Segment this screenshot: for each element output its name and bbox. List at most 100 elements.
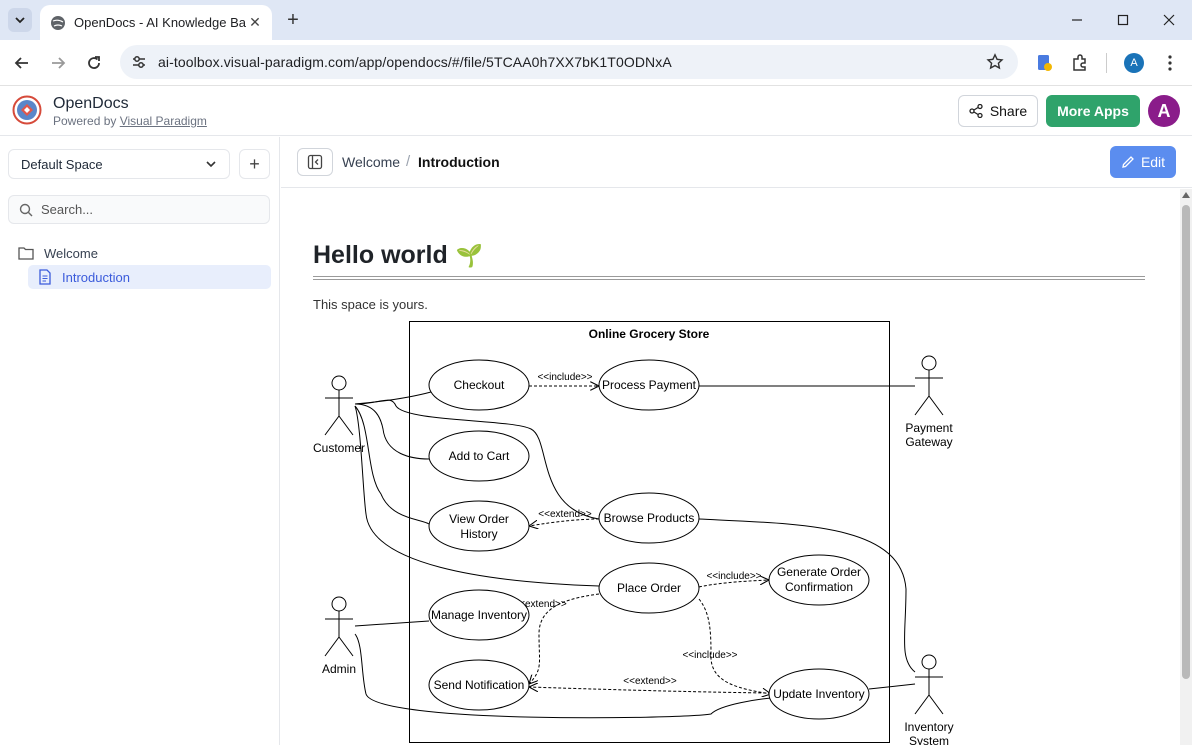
scroll-thumb[interactable] [1182,205,1190,679]
arrow-left-icon [14,57,28,69]
minimize-button[interactable] [1062,6,1092,34]
usecase-view-order-history-1: View Order [449,512,509,526]
actor-payment-gateway-label-1: Payment [905,421,953,435]
title-divider [313,276,1145,280]
share-icon [969,104,983,118]
extension-icon[interactable] [1032,51,1056,75]
system-boundary [409,321,890,743]
usecase-browse-products: Browse Products [604,511,695,525]
chevron-down-icon [15,17,25,24]
space-selector[interactable]: Default Space [8,149,230,179]
usecase-add-to-cart: Add to Cart [449,449,510,463]
add-space-button[interactable]: + [239,149,270,179]
actor-payment-gateway-label-2: Gateway [905,435,952,449]
association-lines [354,385,916,719]
use-case-labels: Checkout Process Payment Add to Cart Vie… [431,378,865,701]
browser-toolbar: ai-toolbox.visual-paradigm.com/app/opend… [0,40,1192,86]
search-icon [19,203,33,216]
space-name: Default Space [21,156,103,172]
usecase-manage-inventory: Manage Inventory [431,608,527,622]
label-include-3: <<include>> [682,650,737,661]
actor-inventory-system [914,654,944,715]
usecase-view-order-history-2: History [460,527,497,541]
title-text: Hello world [313,241,448,269]
pencil-icon [1122,156,1134,168]
document-content: Hello world 🌱 This space is yours. Onlin… [281,189,1180,745]
extensions-button[interactable] [1068,51,1092,75]
more-apps-button[interactable]: More Apps [1046,95,1140,127]
document-extension-icon [1038,55,1052,71]
actor-customer [324,375,354,436]
address-bar[interactable]: ai-toolbox.visual-paradigm.com/app/opend… [120,45,1018,79]
actor-customer-label: Customer [313,441,365,455]
chevron-down-icon [206,161,216,168]
label-extend-3: <<extend>> [623,676,677,687]
label-include-2: <<include>> [706,571,761,582]
visual-paradigm-link[interactable]: Visual Paradigm [119,114,207,128]
usecase-send-notification: Send Notification [434,678,525,692]
actor-admin [324,596,354,657]
collapse-sidebar-button[interactable] [297,148,333,176]
document-title: Hello world 🌱 [313,241,483,270]
system-name: Online Grocery Store [589,327,710,341]
sidebar-collapse-icon [307,154,323,170]
arrow-right-icon [52,57,66,69]
use-case-ellipses [428,359,870,720]
close-icon [1163,14,1175,26]
maximize-icon [1117,14,1129,26]
breadcrumb-separator: / [406,153,411,170]
search-input[interactable] [41,202,241,217]
label-extend-2: <<extend>> [513,599,567,610]
breadcrumb-current: Introduction [418,154,500,170]
close-window-button[interactable] [1154,6,1184,34]
breadcrumb-welcome[interactable]: Welcome [342,154,401,170]
dependency-lines [529,386,771,694]
tab-title: OpenDocs - AI Knowledge Base [74,15,246,30]
back-button[interactable] [10,51,34,75]
tree-item-label: Welcome [44,245,98,261]
browser-profile-avatar[interactable]: A [1124,53,1144,73]
bookmark-star-icon[interactable] [986,53,1004,71]
opendocs-logo-icon[interactable] [12,95,42,125]
minimize-icon [1072,19,1082,21]
tab-search-button[interactable] [8,8,32,32]
app-name: OpenDocs [53,95,129,112]
label-extend-1: <<extend>> [538,509,592,520]
new-tab-button[interactable]: + [287,8,299,31]
sidebar-search[interactable] [8,195,270,224]
close-tab-icon[interactable]: ✕ [249,14,261,30]
scroll-up-arrow[interactable] [1182,192,1190,198]
use-case-diagram: Online Grocery Store <<include>> [313,321,954,745]
maximize-button[interactable] [1108,6,1138,34]
share-label: Share [989,103,1028,119]
browser-tab-bar: OpenDocs - AI Knowledge Base ✕ + [0,0,1192,40]
tree-item-introduction[interactable]: Introduction [28,265,271,289]
tree-item-welcome[interactable]: Welcome [18,241,270,265]
relation-labels: <<include>> <<extend>> <<include>> <<ext… [513,372,761,687]
content-header: Welcome / Introduction Edit [281,137,1192,188]
usecase-update-inventory: Update Inventory [773,687,864,701]
user-avatar[interactable]: A [1148,95,1180,127]
document-icon [38,269,52,285]
actor-inventory-system-label-1: Inventory [904,720,953,734]
app-header: OpenDocs Powered by Visual Paradigm Shar… [0,86,1192,136]
content-scrollbar[interactable] [1180,189,1192,745]
toolbar-divider [1106,53,1107,73]
reload-button[interactable] [82,51,106,75]
folder-icon [18,246,34,260]
actor-payment-gateway [914,355,944,416]
share-button[interactable]: Share [958,95,1038,127]
browser-tab[interactable]: OpenDocs - AI Knowledge Base ✕ [40,5,272,40]
browser-menu-button[interactable] [1158,51,1182,75]
usecase-generate-confirmation-2: Confirmation [785,580,853,594]
usecase-process-payment: Process Payment [602,378,697,392]
edit-button[interactable]: Edit [1110,146,1176,178]
edit-label: Edit [1140,154,1166,170]
site-settings-icon[interactable] [130,53,148,71]
forward-button[interactable] [46,51,70,75]
seedling-emoji: 🌱 [455,242,484,268]
reload-icon [88,56,100,69]
powered-by: Powered by Visual Paradigm [53,114,207,128]
usecase-place-order: Place Order [617,581,681,595]
usecase-generate-confirmation-1: Generate Order [777,565,861,579]
